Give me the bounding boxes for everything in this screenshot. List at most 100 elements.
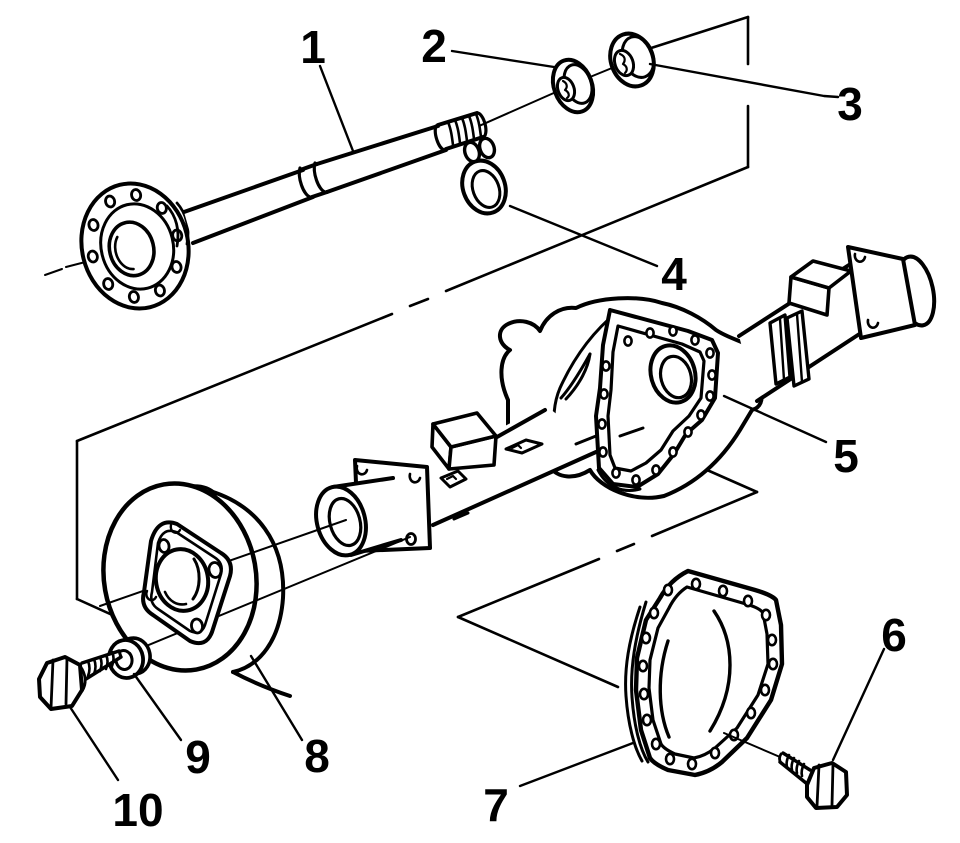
shaft-edge: [301, 162, 319, 171]
bracket-plate-line: [795, 312, 804, 384]
axis-line: [469, 91, 557, 131]
leader-line-7: [518, 741, 635, 788]
carrier-fin: [559, 352, 592, 400]
callout-leaders: [68, 49, 886, 788]
tube-end-bottom-edge: [349, 538, 403, 557]
frame-dash: [615, 542, 636, 553]
spline-teeth: [446, 112, 483, 147]
axis-dash: [44, 268, 63, 276]
axle-housing: [314, 245, 937, 558]
shaft-tip: [475, 111, 488, 139]
callout-1: 1: [300, 21, 326, 73]
bolt-head-facet: [815, 763, 821, 808]
retainer-ear: [477, 136, 497, 160]
shaft-edge: [191, 195, 315, 245]
bolt-threads: [785, 753, 806, 778]
bolt-shank-edge: [778, 760, 808, 785]
bearing-roller-detail: [618, 52, 628, 75]
frame-line: [646, 15, 750, 51]
shock-bracket-plate: [768, 313, 792, 386]
hub-bolt: [37, 649, 123, 711]
tube-clip-notch: [445, 474, 458, 481]
oil-seal: [550, 57, 596, 115]
drum-rim-sweep: [231, 670, 292, 698]
hub-bore-arc: [163, 590, 188, 606]
flange-hole-hook: [866, 318, 880, 329]
hub-bolt-hole: [157, 538, 171, 554]
flange-bolt-hole: [405, 532, 417, 546]
leader-line-1: [318, 64, 355, 153]
bolt-head-facet: [49, 658, 55, 710]
cover-outer-edge: [633, 568, 785, 778]
left-tube-top-edge: [495, 408, 547, 439]
cover-bolt-holes: [637, 577, 779, 771]
perspective-frame-upper: [75, 15, 750, 634]
cover-bolt: [723, 732, 849, 810]
shaft-edge: [182, 168, 305, 214]
gasket-thickness-edge: [596, 468, 642, 492]
spline-edge: [436, 111, 479, 127]
axis-line: [589, 67, 613, 78]
hub-plate: [141, 520, 233, 646]
face-mark: [574, 434, 598, 446]
hub-hole-hook: [169, 523, 182, 534]
bearing-retainer-clamp: [460, 136, 508, 216]
leader-line-9: [132, 672, 183, 742]
gasket-inner-edge: [606, 324, 706, 473]
axis-line-bolt: [121, 536, 411, 657]
differential-cover: [624, 568, 785, 778]
frame-dash: [408, 297, 430, 308]
seal-lip-detail: [561, 79, 570, 100]
axle-shaft: [79, 111, 488, 311]
callout-6: 6: [881, 609, 907, 661]
left-axle-tube: [425, 405, 600, 530]
tube-clip-notch: [510, 443, 523, 450]
shaft-boss-arc: [165, 204, 180, 248]
hub-bolt-hole: [207, 561, 223, 579]
retainer-band-outer: [460, 158, 508, 216]
drum-back-rim: [208, 489, 286, 674]
retainer-band-inner: [470, 169, 502, 209]
shaft-step-ring: [297, 166, 312, 199]
axis-line-cover-bolt: [723, 732, 781, 758]
frame-line: [456, 557, 601, 619]
face-mark: [618, 426, 645, 438]
bolt-threads: [86, 650, 115, 678]
spline-step-ring: [433, 124, 446, 152]
flange-hole-hook: [853, 252, 867, 263]
callout-2: 2: [421, 20, 447, 72]
tube-weld-dash: [452, 511, 470, 521]
hub-bolt-hole: [190, 617, 204, 635]
bolt-head: [37, 655, 84, 711]
callout-numbers: 1 2 3 4 5 6 7 8 9 10: [112, 20, 906, 836]
shaft-edge: [315, 124, 440, 166]
bolt-head-facet: [64, 656, 69, 706]
callout-9: 9: [185, 731, 211, 783]
shaft-body: [184, 113, 483, 243]
callout-5: 5: [833, 430, 859, 482]
bracket-plate-line: [778, 317, 786, 382]
frame-line: [75, 312, 394, 443]
spline-edge: [444, 135, 485, 151]
left-tube-bottom-edge: [431, 450, 598, 527]
flange-hole-hook: [355, 464, 369, 476]
carrier-fin: [564, 352, 592, 401]
hub-bore-arc: [191, 557, 201, 601]
shaft-edge: [325, 148, 448, 194]
cover-face-arc: [658, 639, 671, 739]
bolt-tip: [117, 649, 123, 659]
bolt-tip: [778, 752, 783, 765]
callout-7: 7: [483, 779, 509, 831]
flange-bore-arc: [113, 235, 135, 271]
leader-line-10: [68, 705, 120, 782]
cover-lip-line: [624, 605, 644, 763]
callout-3: 3: [837, 78, 863, 130]
hub-hole-hook: [145, 589, 158, 602]
shaft-edge: [310, 190, 329, 199]
leader-line-6: [831, 647, 886, 762]
drum-rim-top-arc: [188, 484, 218, 496]
bolt-washer-arc: [78, 664, 87, 693]
bolt-head-facet: [830, 762, 835, 807]
right-tube-flange: [846, 245, 917, 340]
